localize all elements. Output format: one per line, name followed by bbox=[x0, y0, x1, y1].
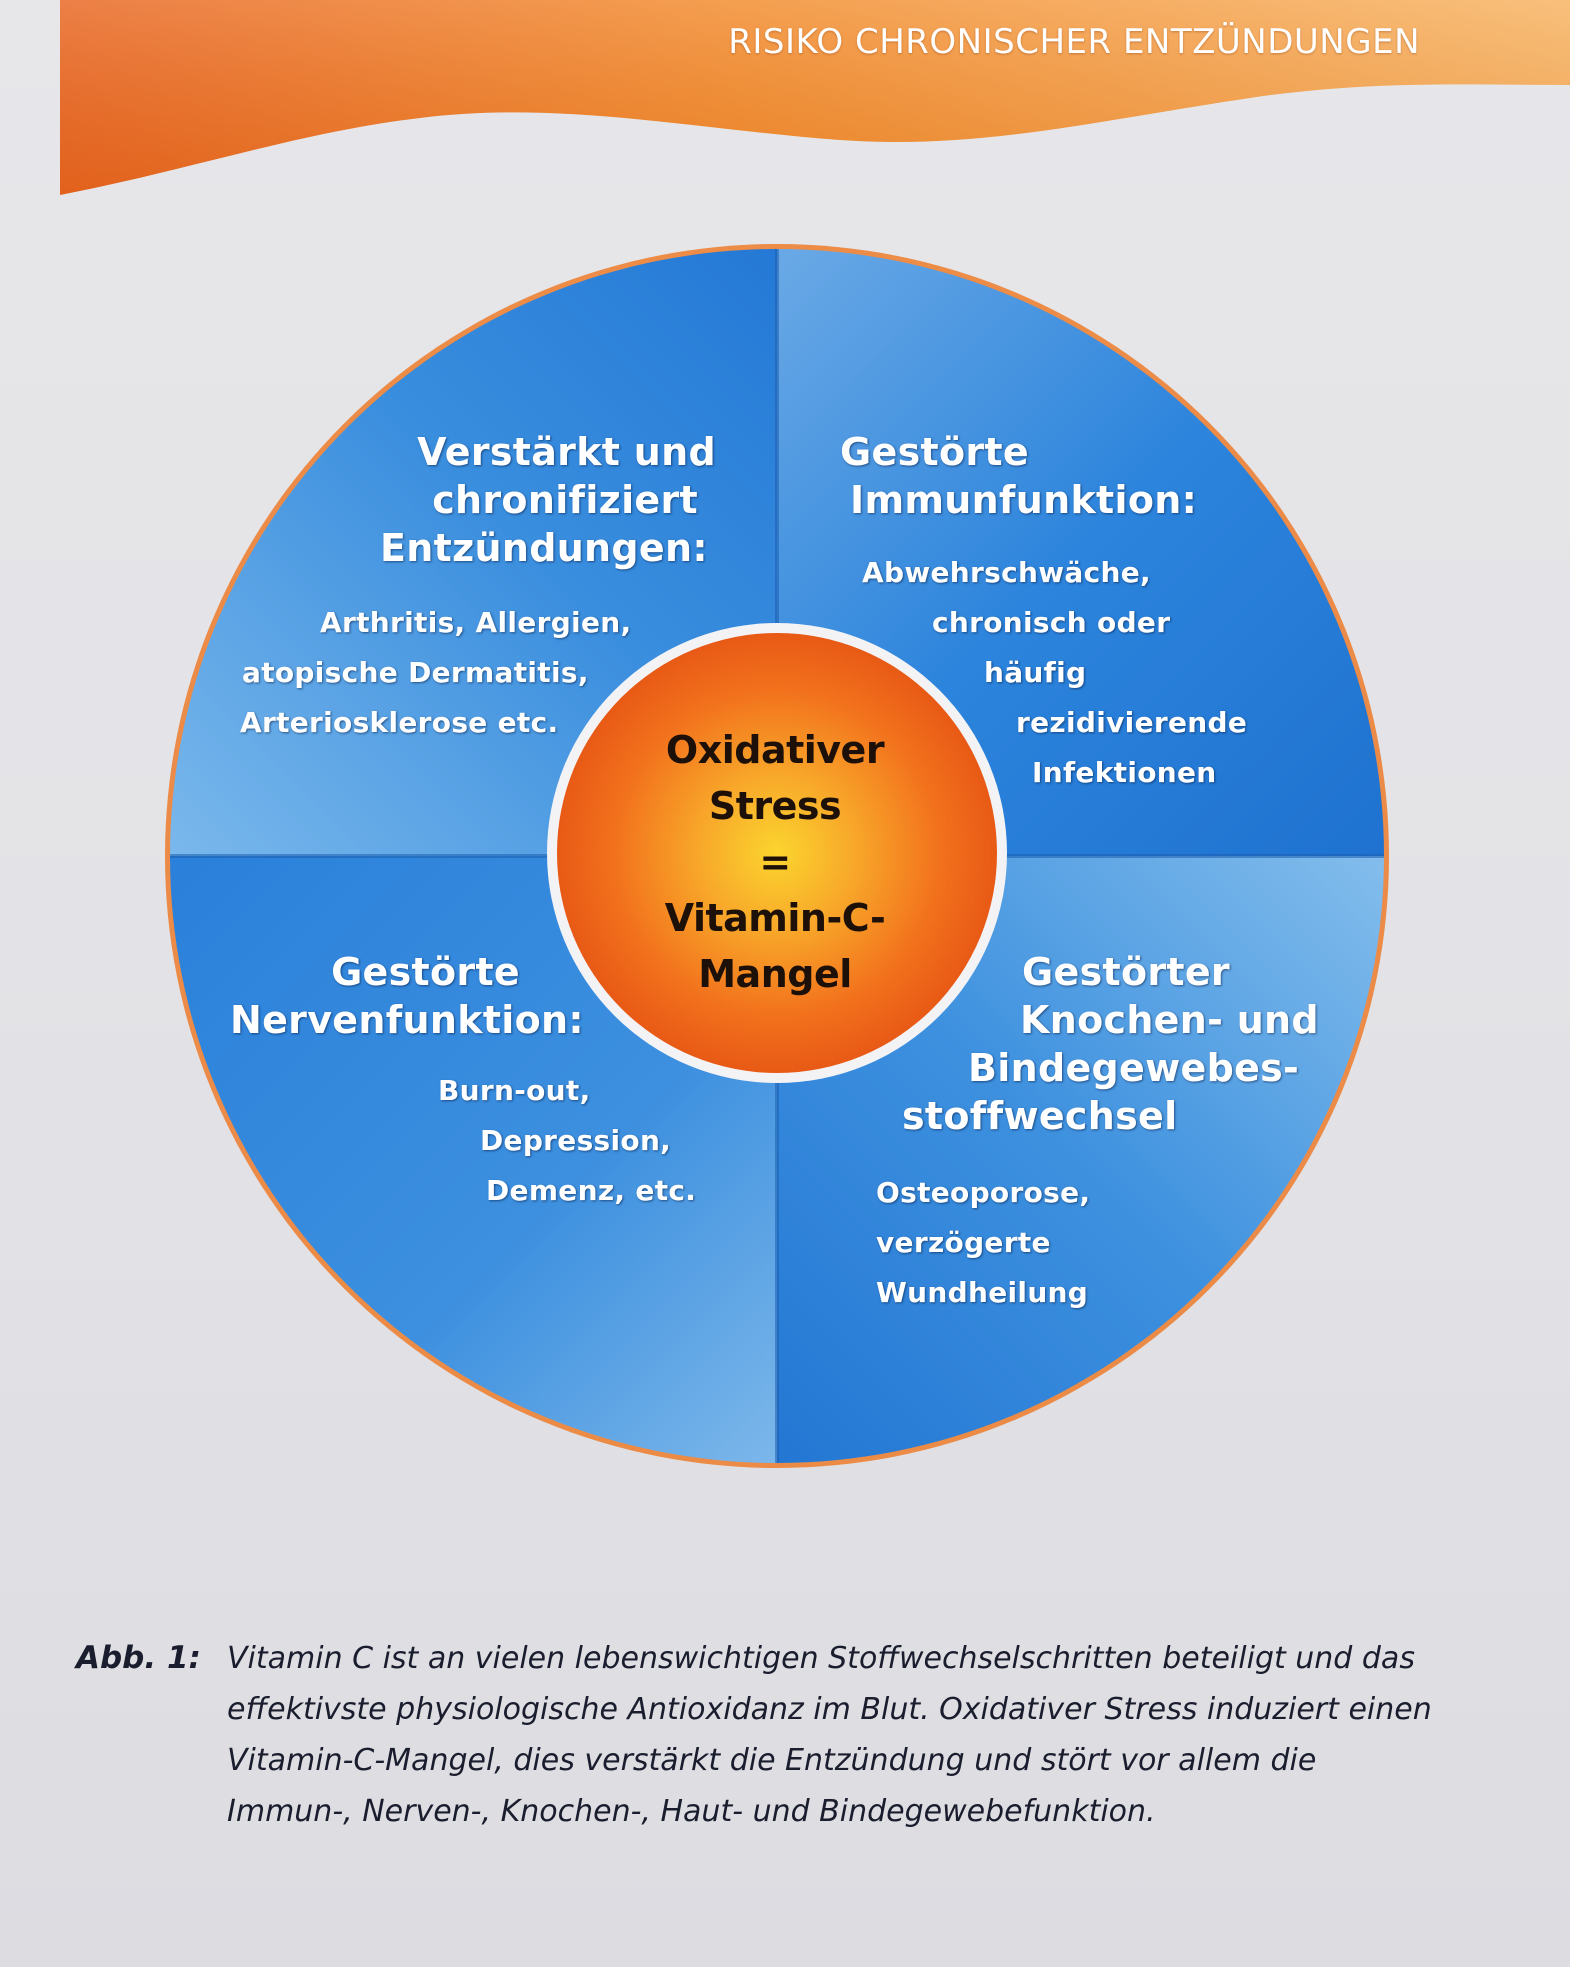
bottom-left-body: Burn-out, Depression, Demenz, etc. bbox=[438, 1066, 738, 1216]
caption-line: effektivste physiologische Antioxidanz i… bbox=[227, 1692, 1432, 1727]
center-text: Oxidativer Stress = Vitamin-C- Mangel bbox=[553, 722, 997, 1002]
body-line: Demenz, etc. bbox=[486, 1174, 697, 1207]
body-line: chronisch oder bbox=[932, 606, 1171, 639]
center-line: Mangel bbox=[698, 952, 852, 996]
top-left-body: Arthritis, Allergien, atopische Dermatit… bbox=[240, 598, 632, 748]
caption-line: Vitamin-C-Mangel, dies verstärkt die Ent… bbox=[227, 1743, 1317, 1778]
body-line: rezidivierende bbox=[1016, 706, 1248, 739]
body-line: Depression, bbox=[480, 1124, 672, 1157]
body-line: Infektionen bbox=[1032, 756, 1217, 789]
heading-line: stoffwechsel bbox=[902, 1094, 1178, 1138]
caption-body: Vitamin C ist an vielen lebenswichtigen … bbox=[227, 1633, 1547, 1837]
bottom-left-heading: Gestörte Nervenfunktion: bbox=[230, 948, 584, 1044]
heading-line: Gestörte bbox=[331, 950, 520, 994]
center-line: Vitamin-C- bbox=[664, 896, 886, 940]
top-left-heading: Verstärkt und chronifiziert Entzündungen… bbox=[380, 428, 720, 572]
body-line: Osteoporose, bbox=[876, 1176, 1091, 1209]
caption-label: Abb. 1: bbox=[76, 1640, 201, 1676]
heading-line: Nervenfunktion: bbox=[230, 998, 584, 1042]
heading-line: Immunfunktion: bbox=[850, 478, 1198, 522]
body-line: verzögerte bbox=[876, 1226, 1051, 1259]
bottom-right-heading: Gestörter Knochen- und Bindegewebes- sto… bbox=[890, 948, 1319, 1140]
body-line: Arteriosklerose etc. bbox=[240, 706, 559, 739]
heading-line: Verstärkt und bbox=[417, 430, 716, 474]
header-banner bbox=[60, 0, 1570, 195]
body-line: Arthritis, Allergien, bbox=[320, 606, 632, 639]
body-line: Burn-out, bbox=[438, 1074, 591, 1107]
heading-line: Bindegewebes- bbox=[968, 1046, 1300, 1090]
heading-line: Entzündungen: bbox=[380, 526, 708, 570]
heading-line: chronifiziert bbox=[432, 478, 698, 522]
heading-line: Knochen- und bbox=[1020, 998, 1319, 1042]
center-circle bbox=[557, 633, 997, 1073]
center-line: = bbox=[759, 840, 791, 884]
body-line: Wundheilung bbox=[876, 1276, 1089, 1309]
body-line: häufig bbox=[984, 656, 1087, 689]
top-right-body: Abwehrschwäche, chronisch oder häufig re… bbox=[862, 548, 1262, 798]
heading-line: Gestörte bbox=[840, 430, 1029, 474]
caption-line: Vitamin C ist an vielen lebenswichtigen … bbox=[227, 1641, 1415, 1676]
body-line: atopische Dermatitis, bbox=[242, 656, 589, 689]
center-line: Stress bbox=[708, 784, 842, 828]
top-right-heading: Gestörte Immunfunktion: bbox=[840, 428, 1198, 524]
center-line: Oxidativer bbox=[665, 728, 885, 772]
body-line: Abwehrschwäche, bbox=[862, 556, 1151, 589]
caption-line: Immun-, Nerven-, Knochen-, Haut- und Bin… bbox=[227, 1794, 1156, 1829]
bottom-right-body: Osteoporose, verzögerte Wundheilung bbox=[876, 1168, 1216, 1318]
heading-line: Gestörter bbox=[1022, 950, 1230, 994]
banner-title: RISIKO CHRONISCHER ENTZÜNDUNGEN bbox=[728, 22, 1420, 62]
